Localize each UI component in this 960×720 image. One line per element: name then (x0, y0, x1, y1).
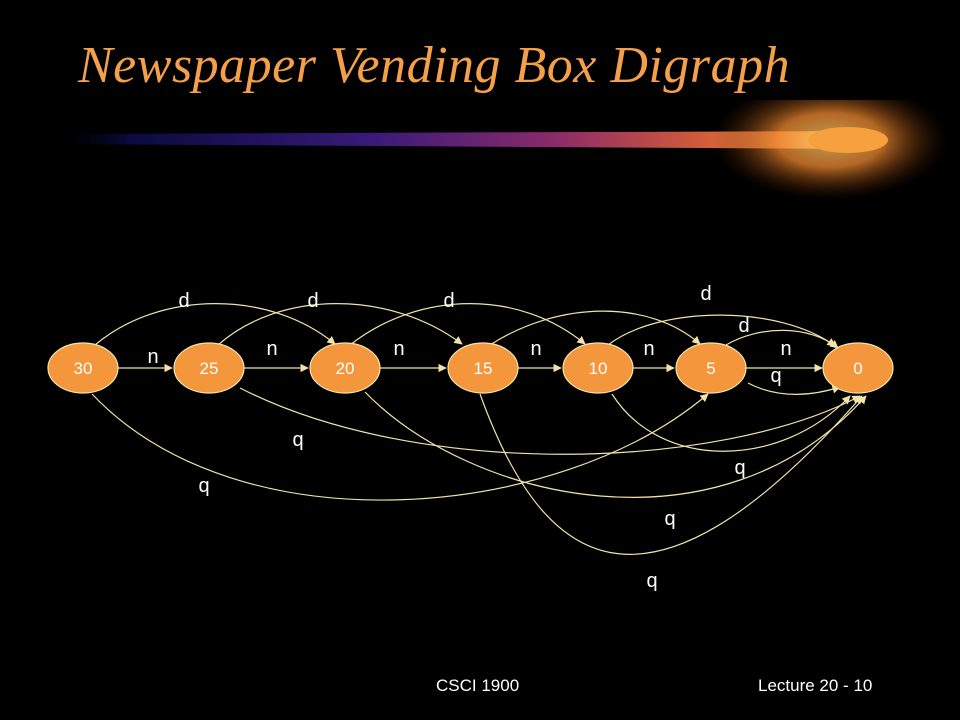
edge-30-to-5-q (91, 393, 709, 501)
node-30: 30 (47, 342, 119, 394)
edge-10-to-0-q (611, 393, 851, 452)
edge-label-5-0-n: n (780, 338, 791, 360)
node-5: 5 (675, 342, 747, 394)
node-15-shape (447, 342, 519, 394)
edge-label-25-15-d: d (307, 290, 318, 312)
edge-25-to-0-q (239, 387, 861, 455)
comet-tail (50, 131, 860, 149)
node-30-shape (47, 342, 119, 394)
edge-15-to-5-d (489, 310, 701, 346)
node-15: 15 (447, 342, 519, 394)
node-30-label: 30 (74, 359, 93, 378)
node-15-label: 15 (474, 359, 493, 378)
node-5-shape (675, 342, 747, 394)
node-0: 0 (822, 342, 894, 394)
edge-labels-layer: n n n n n n d d d d d q q q q q q (147, 283, 791, 592)
footer-course: CSCI 1900 (436, 676, 520, 695)
edge-label-10-0-d: d (738, 315, 749, 337)
edge-label-25-0-q: q (292, 429, 303, 451)
edge-label-10-0-q: q (734, 457, 745, 479)
edge-label-15-0-q: q (646, 570, 657, 592)
edge-5-to-0-q (747, 382, 841, 395)
node-10-label: 10 (589, 359, 608, 378)
edge-15-to-0-q (479, 393, 863, 555)
edge-label-30-5-q: q (198, 475, 209, 497)
node-25-label: 25 (200, 359, 219, 378)
node-25: 25 (173, 342, 245, 394)
edge-20-to-0-q (364, 391, 867, 498)
comet-core (808, 127, 888, 153)
slide-title: Newspaper Vending Box Digraph (78, 37, 791, 94)
edge-label-20-10-d: d (443, 290, 454, 312)
edge-label-20-0-q: q (664, 508, 675, 530)
edge-25-to-15-d (217, 303, 463, 346)
edge-5-to-0-d (725, 329, 839, 349)
edge-10-to-0-d (607, 314, 836, 347)
node-10-shape (562, 342, 634, 394)
edge-label-30-25-n: n (147, 346, 158, 368)
node-0-shape (822, 342, 894, 394)
edge-30-to-20-d (94, 303, 336, 346)
node-20-shape (309, 342, 381, 394)
edge-label-15-5-d: d (700, 283, 711, 305)
edge-label-25-20-n: n (266, 338, 277, 360)
edges-layer (91, 303, 867, 555)
node-25-shape (173, 342, 245, 394)
nodes-layer: 30 25 20 15 10 5 0 (47, 342, 894, 394)
node-20-label: 20 (336, 359, 355, 378)
node-5-label: 5 (706, 359, 715, 378)
edge-label-10-5-n: n (643, 338, 654, 360)
title-underline-comet (50, 100, 948, 200)
edge-20-to-10-d (349, 303, 586, 346)
node-10: 10 (562, 342, 634, 394)
edge-label-30-20-d: d (178, 290, 189, 312)
edge-label-15-10-n: n (530, 338, 541, 360)
footer-lecture-number: Lecture 20 - 10 (758, 676, 873, 695)
edge-label-20-15-n: n (393, 338, 404, 360)
node-0-label: 0 (853, 359, 862, 378)
edge-label-5-0-q: q (770, 365, 781, 387)
node-20: 20 (309, 342, 381, 394)
